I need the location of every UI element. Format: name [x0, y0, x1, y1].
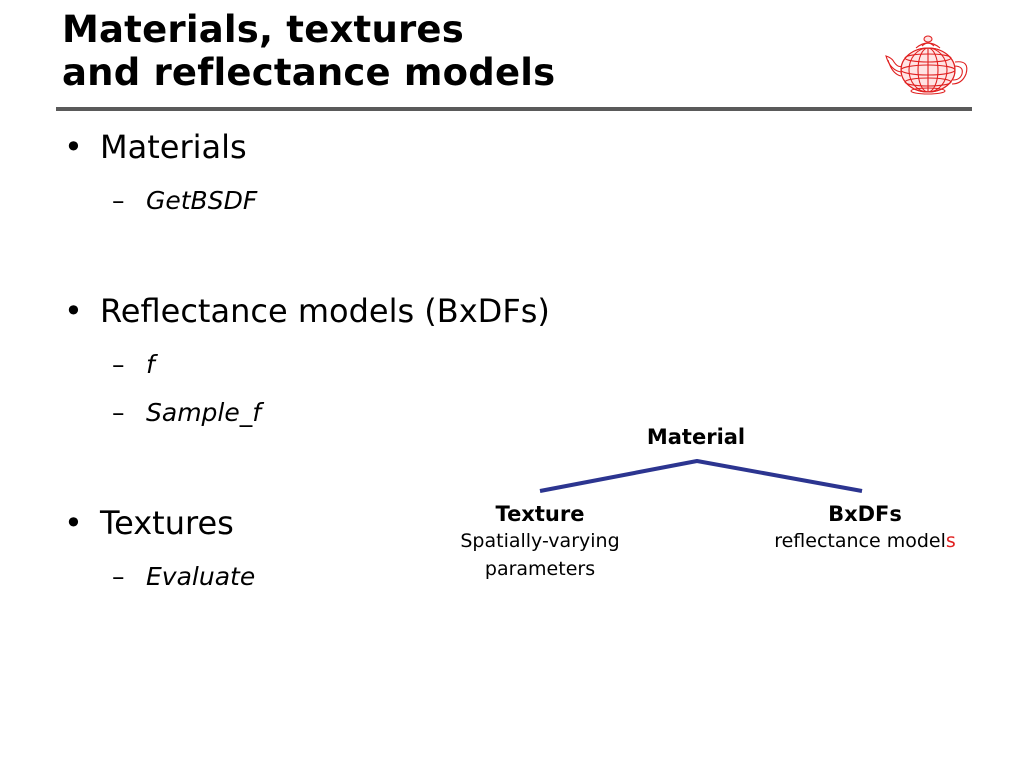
- sub-bullet-label: f: [146, 350, 155, 379]
- tree-connector: [539, 459, 863, 493]
- bullet-dot: •: [64, 292, 83, 330]
- texture-desc-line-1: Spatially-varying: [460, 530, 620, 552]
- slide-title: Materials, textures and reflectance mode…: [62, 8, 555, 94]
- bullet-reflectance-models: • Reflectance models (BxDFs): [64, 292, 550, 330]
- sub-bullet-dash: –: [112, 398, 125, 427]
- diagram-root-material: Material: [646, 425, 746, 449]
- sub-bullet-getbsdf: – GetBSDF: [112, 186, 258, 215]
- bullet-label: Textures: [100, 504, 234, 542]
- bullet-materials: • Materials: [64, 128, 247, 166]
- bullet-dot: •: [64, 128, 83, 166]
- diagram-node-texture: Texture Spatially-varying parameters: [420, 502, 660, 584]
- bullet-label: Materials: [100, 128, 247, 166]
- sub-bullet-dash: –: [112, 562, 125, 591]
- sub-bullet-label: Evaluate: [146, 562, 256, 591]
- sub-bullet-sample-f: – Sample_f: [112, 398, 262, 427]
- bullet-textures: • Textures: [64, 504, 234, 542]
- title-underline: [56, 107, 972, 111]
- texture-title: Texture: [495, 502, 585, 526]
- bullet-dot: •: [64, 504, 83, 542]
- bullet-label: Reflectance models (BxDFs): [100, 292, 550, 330]
- bxdfs-desc: reflectance models: [730, 526, 1000, 556]
- slide-title-line-2: and reflectance models: [62, 51, 556, 94]
- sub-bullet-label: Sample_f: [146, 398, 262, 427]
- texture-desc-line-2: parameters: [484, 558, 596, 580]
- slide-title-line-1: Materials, textures: [62, 8, 464, 51]
- diagram-node-bxdfs: BxDFs reflectance models: [730, 502, 1000, 556]
- sub-bullet-evaluate: – Evaluate: [112, 562, 256, 591]
- teapot-icon: [885, 35, 968, 95]
- sub-bullet-f: – f: [112, 350, 155, 379]
- bxdfs-desc-suffix: s: [945, 530, 956, 552]
- sub-bullet-dash: –: [112, 350, 125, 379]
- bxdfs-desc-main: reflectance model: [774, 530, 946, 552]
- bxdfs-title: BxDFs: [828, 502, 902, 526]
- sub-bullet-dash: –: [112, 186, 125, 215]
- sub-bullet-label: GetBSDF: [146, 186, 258, 215]
